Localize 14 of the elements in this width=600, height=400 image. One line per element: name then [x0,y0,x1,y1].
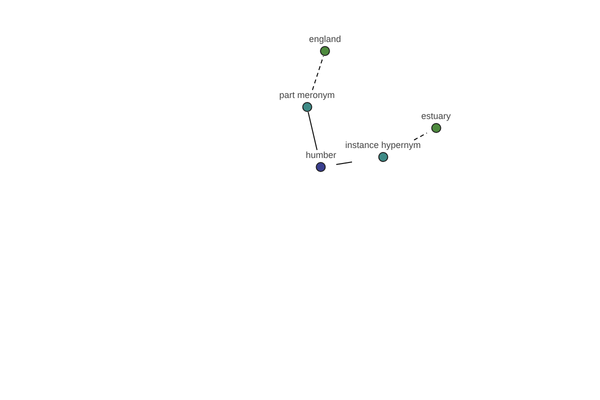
node-label: england [308,34,342,45]
graph-node [306,150,336,172]
connector [336,162,352,166]
node-label: estuary [421,111,451,122]
graph-node [421,111,451,133]
node-label: humber [306,150,336,161]
graph-node [308,34,342,56]
graph-node [345,140,421,162]
node-label: part meronym [279,90,335,101]
graph-node [279,90,335,112]
node-label: instance hypernym [345,140,421,151]
dashed-connector [312,56,324,90]
connector [308,112,318,150]
dashed-connector [414,132,428,140]
